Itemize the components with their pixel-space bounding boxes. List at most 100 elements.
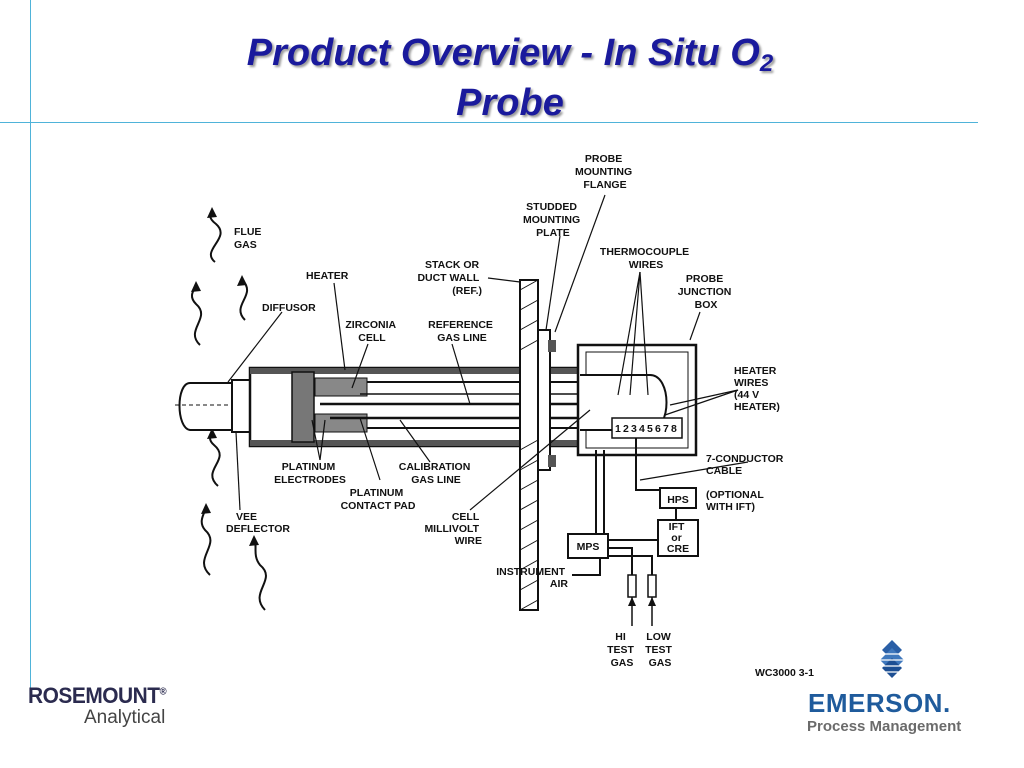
leader-line [351,343,369,389]
label-platinum-contact-pad: PLATINUM CONTACT PAD [341,487,416,512]
leader-line [399,419,431,463]
title-main: Product Overview - In Situ O [246,32,760,74]
terminal-label: 8 [671,423,677,435]
label-calibration-gas-line: CALIBRATION GAS LINE [399,461,473,486]
flange-bolt-bottom [548,455,556,467]
seven-conductor-cable-line [635,438,660,491]
leader-line [545,235,561,331]
label-zirconia-cell: ZIRCONIA CELL [345,319,398,344]
arrowhead [207,207,217,218]
arrowhead [191,281,201,292]
leader-lines [227,194,749,511]
mounting-plate [537,329,551,471]
arrowhead [201,503,211,514]
flue-gas-arrow [190,285,203,346]
flue-gas-arrow [209,211,222,263]
emerson-sub: Process Management [807,718,962,735]
leader-line [311,419,321,461]
flue-gas-arrow [253,539,267,611]
hps-box [659,487,697,509]
flue-gas-arrow [209,432,221,487]
terminal-label: 7 [663,423,669,435]
leader-line [689,311,701,341]
label-cell-millivolt-wire: CELL MILLIVOLT WIRE [424,511,482,547]
leader-line [639,271,649,396]
label-reference-gas-line: REFERENCE GAS LINE [428,319,496,344]
leader-line [617,271,641,396]
zirconia-cell-block [291,371,315,443]
label-heater: HEATER [306,270,349,282]
arrowhead [249,535,259,546]
emerson-diamond-icon [878,640,906,678]
mps-cable-line [572,450,597,539]
label-flue-gas: FLUE GAS [234,226,264,251]
ift-box [657,519,699,557]
stack-wall-hatch [519,279,539,611]
terminal-numbers: 1 2 3 4 5 6 7 8 [615,423,677,435]
label-optional-with-ift: (OPTIONAL WITH IFT) [706,489,766,513]
flue-gas-arrowheads [191,207,259,546]
label-diffusor: DIFFUSOR [262,302,316,314]
label-low-test-gas: LOW TEST GAS [645,631,675,669]
title-subscript: 2 [759,50,774,77]
heater-block [314,377,368,397]
terminal-label: 3 [631,423,637,435]
label-thermocouple-wires: THERMOCOUPLE WIRES [600,246,692,271]
label-drawing-ref: WC3000 3-1 [755,667,814,679]
leader-line [235,431,241,511]
mps-box [567,533,609,559]
leader-line [333,282,346,371]
leader-line [664,389,739,416]
label-heater-wires: HEATER WIRES (44 V HEATER) [734,365,780,413]
flange-bolt-top [548,340,556,352]
heater-block-lower [314,413,368,433]
label-probe-mounting-flange: PROBE MOUNTING FLANGE [575,153,635,191]
label-seven-conductor-cable: 7-CONDUCTOR CABLE [706,453,786,477]
hi-test-gas-fitting [627,574,637,598]
emerson-brand: EMERSON. [808,688,951,718]
instrument-air-line [572,556,601,576]
label-ift-or-cre: IFT or CRE [667,521,689,555]
vertical-accent-line [30,0,31,700]
label-hps: HPS [667,494,689,506]
leader-line [359,417,381,481]
low-test-gas-fitting [647,574,657,598]
leader-line [451,343,471,405]
label-vee-deflector: VEE DEFLECTOR [226,511,290,535]
label-instrument-air: INSTRUMENT AIR [496,566,568,590]
leader-line [319,419,326,461]
label-probe-junction-box: PROBE JUNCTION BOX [678,273,735,311]
leader-line [554,194,606,333]
arrowhead [628,597,636,606]
slide-title: Product Overview - In Situ O2 Probe [150,28,870,128]
arrowhead [648,597,656,606]
rosemount-logo: ROSEMOUNT® Analytical [28,683,173,729]
flue-gas-arrow [239,279,249,321]
leader-line [469,409,591,511]
vee-deflector-shape [178,382,232,431]
leader-line [227,311,283,383]
probe-barrel-hatch-top [250,368,580,374]
label-platinum-electrodes: PLATINUM ELECTRODES [274,461,346,486]
terminal-label: 4 [639,423,645,435]
terminal-strip [611,417,683,439]
terminal-label: 1 [615,423,621,435]
flue-gas-arrow [200,507,212,576]
horizontal-accent-line [0,122,978,123]
rosemount-sub: Analytical [84,707,166,728]
terminal-label: 2 [623,423,629,435]
terminal-label: 6 [655,423,661,435]
terminal-label: 5 [647,423,653,435]
leader-line [669,389,739,406]
label-studded-mounting-plate: STUDDED MOUNTING PLATE [523,201,583,239]
arrowhead [207,428,217,439]
arrowhead [237,275,247,286]
probe-barrel-hatch-bottom [250,440,580,446]
mps-to-test-gas [608,547,653,575]
leader-line [639,461,749,481]
label-stack-or-duct-wall: STACK OR DUCT WALL (REF.) [417,259,482,297]
rosemount-brand: ROSEMOUNT® [28,683,167,708]
label-mps: MPS [577,541,600,553]
leader-line [487,277,521,283]
